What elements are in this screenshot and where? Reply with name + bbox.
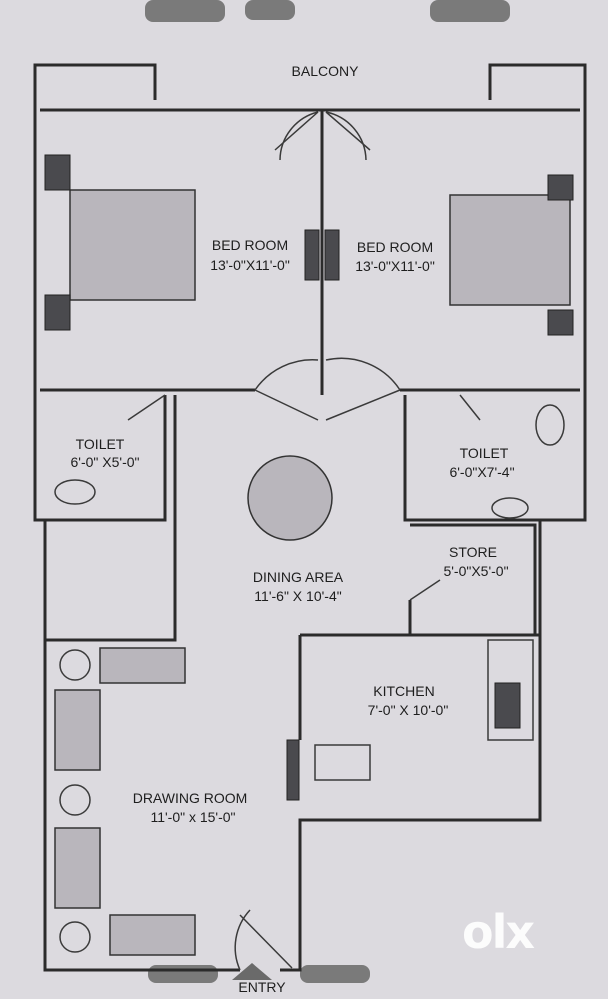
size-kitchen: 7'-0" X 10'-0" bbox=[368, 702, 449, 718]
wardrobes bbox=[304, 229, 340, 281]
label-kitchen: KITCHEN bbox=[373, 683, 434, 699]
size-store: 5'-0"X5'-0" bbox=[443, 563, 508, 579]
label-bedroom-left: BED ROOM bbox=[212, 237, 288, 253]
size-toilet-left: 6'-0" X5'-0" bbox=[71, 454, 140, 470]
entry-arrow bbox=[232, 963, 272, 980]
label-bedroom-right: BED ROOM bbox=[357, 239, 433, 255]
size-toilet-right: 6'-0"X7'-4" bbox=[449, 464, 514, 480]
label-store: STORE bbox=[449, 544, 497, 560]
toilet-fixtures bbox=[54, 404, 565, 519]
bed-right bbox=[449, 174, 574, 336]
label-drawing-room: DRAWING ROOM bbox=[133, 790, 248, 806]
size-bedroom-right: 13'-0"X11'-0" bbox=[355, 258, 435, 274]
walls bbox=[33, 63, 587, 972]
doors bbox=[127, 111, 481, 971]
label-entry: ENTRY bbox=[238, 979, 286, 995]
size-bedroom-left: 13'-0"X11'-0" bbox=[210, 257, 290, 273]
label-toilet-right: TOILET bbox=[460, 445, 509, 461]
kitchen-fixtures bbox=[286, 639, 534, 801]
label-toilet-left: TOILET bbox=[76, 436, 125, 452]
size-drawing-room: 11'-0" x 15'-0" bbox=[150, 809, 235, 825]
size-dining: 11'-6" X 10'-4" bbox=[254, 588, 341, 604]
label-dining: DINING AREA bbox=[253, 569, 344, 585]
sofa-set bbox=[54, 647, 196, 956]
bed-left bbox=[44, 154, 196, 331]
dining-table bbox=[247, 455, 333, 541]
label-balcony: BALCONY bbox=[292, 63, 360, 79]
olx-watermark-logo: olx bbox=[462, 905, 535, 959]
